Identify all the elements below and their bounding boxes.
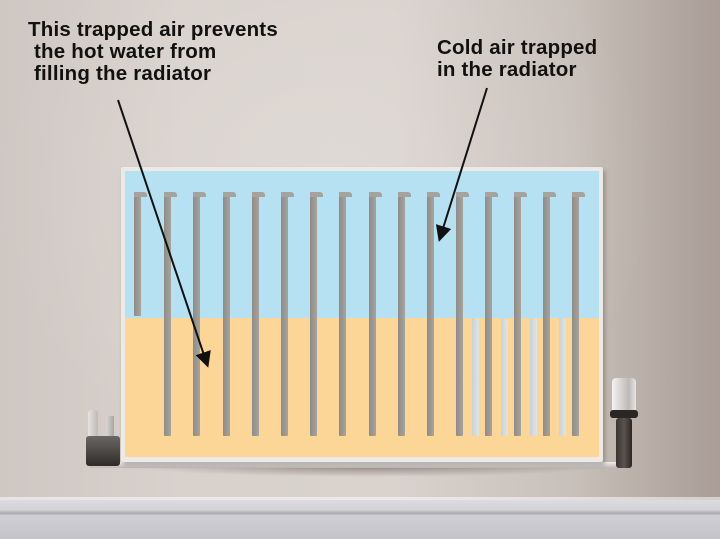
annotation-trapped-air-prevents: This trapped air prevents the hot water …: [28, 19, 278, 85]
radiator-slot: [514, 192, 527, 436]
radiator-slot: [252, 192, 265, 436]
radiator-slot: [472, 318, 479, 436]
radiator-slot: [369, 192, 382, 436]
valve-ring: [610, 410, 638, 418]
radiator-slot: [223, 192, 236, 436]
valve-stem: [616, 418, 632, 468]
annotation-line: in the radiator: [437, 58, 577, 81]
radiator-slot: [427, 192, 440, 436]
annotation-line: This trapped air prevents: [28, 18, 278, 41]
radiator-slot: [530, 318, 537, 436]
radiator-slot: [485, 192, 498, 436]
radiator-slot: [339, 192, 352, 436]
radiator-slot: [398, 192, 411, 436]
radiator-slot: [559, 318, 566, 436]
annotation-line: the hot water from: [34, 40, 217, 63]
pipe: [90, 462, 630, 468]
skirting-highlight: [0, 497, 720, 501]
valve-cap: [88, 410, 98, 438]
radiator-slot: [572, 192, 585, 436]
annotation-cold-air-trapped: Cold air trapped in the radiator: [437, 37, 597, 81]
thermostatic-valve: [608, 378, 644, 470]
valve-body: [86, 436, 120, 466]
radiator-slot: [193, 192, 206, 436]
lockshield-valve: [86, 410, 126, 470]
radiator-slot: [281, 192, 294, 436]
radiator-slot: [134, 192, 147, 316]
annotation-line: Cold air trapped: [437, 36, 598, 59]
annotation-line: filling the radiator: [34, 62, 212, 85]
valve-cap: [106, 416, 114, 440]
radiator-slot: [310, 192, 323, 436]
valve-head: [612, 378, 636, 412]
skirting-board: [0, 500, 720, 539]
radiator-slot: [501, 318, 508, 436]
radiator-slot: [456, 192, 469, 436]
radiator-slot: [543, 192, 556, 436]
radiator-slot: [164, 192, 177, 436]
